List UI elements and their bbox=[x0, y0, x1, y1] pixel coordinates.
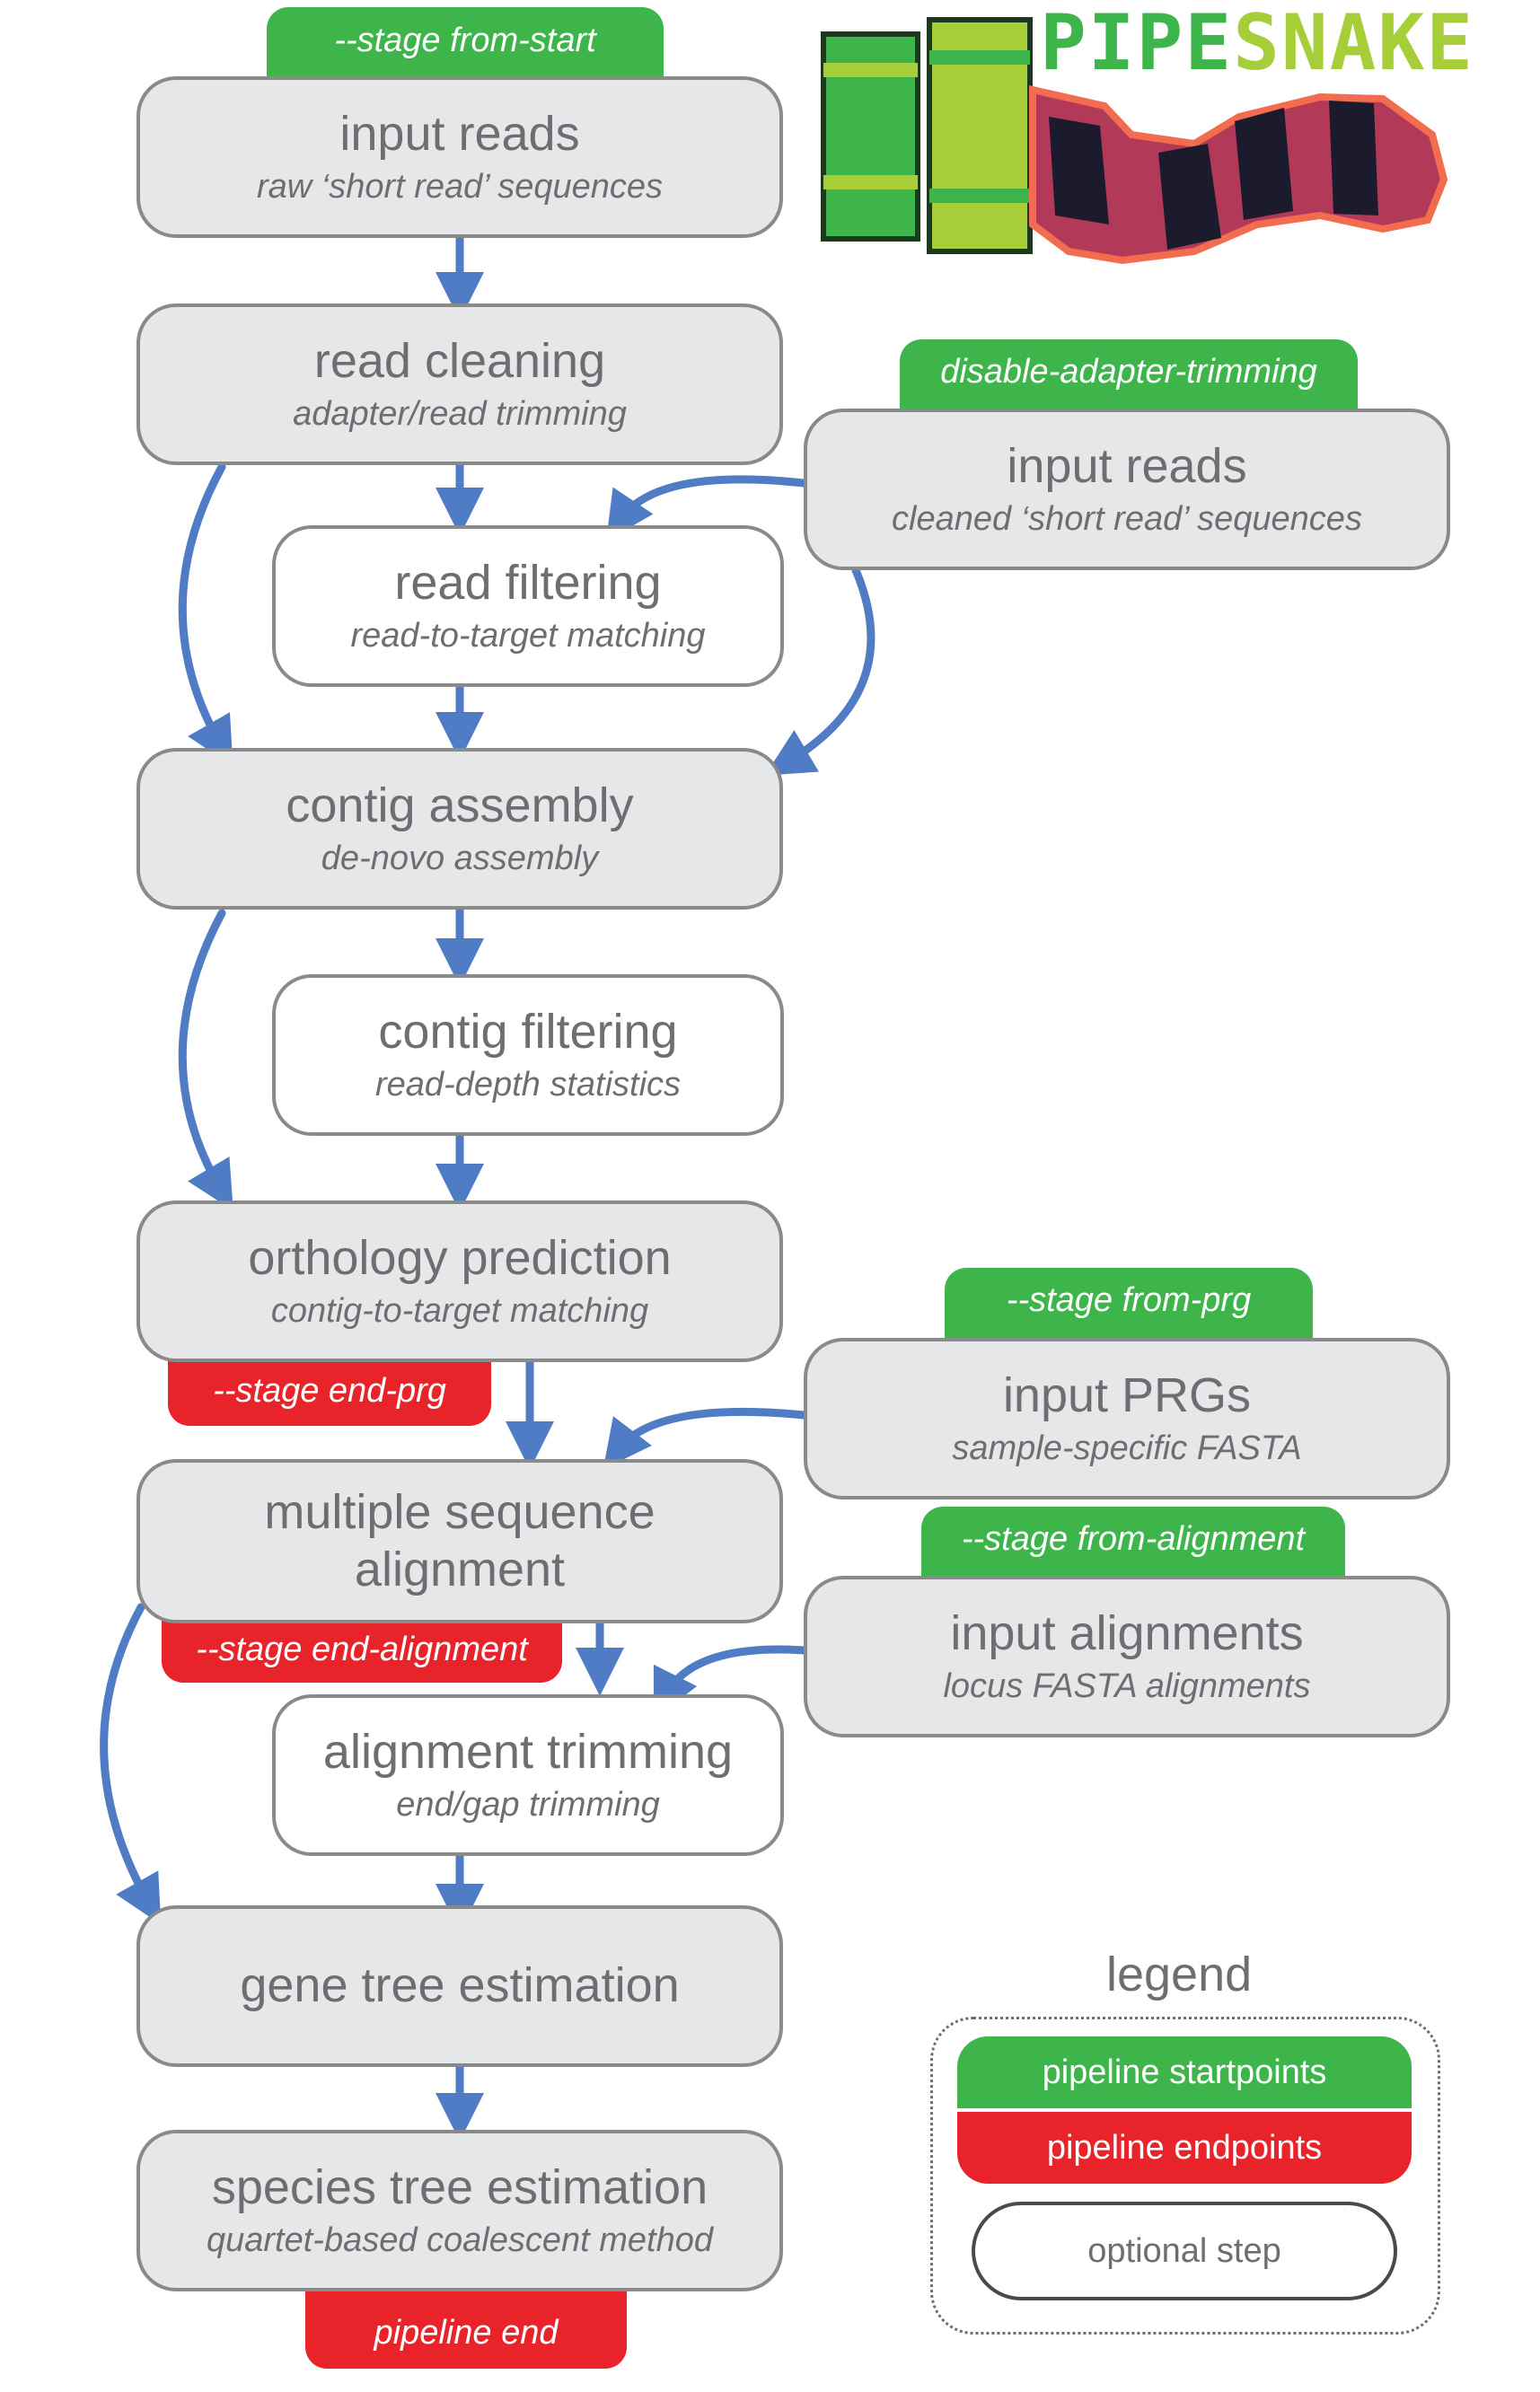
legend-optional-step: optional step bbox=[972, 2202, 1397, 2300]
logo-part-snake: SNAKE bbox=[1233, 0, 1474, 88]
arrow-cleaned-reads-to-assembly bbox=[764, 566, 876, 776]
arrow-assembly-to-orthology bbox=[178, 909, 233, 1211]
step-subtitle: raw ‘short read’ sequences bbox=[256, 168, 664, 207]
step-title: read filtering bbox=[394, 556, 662, 611]
step-contig-assembly: contig assembly de-novo assembly bbox=[136, 748, 783, 910]
step-subtitle: adapter/read trimming bbox=[293, 395, 627, 434]
step-subtitle: quartet-based coalescent method bbox=[206, 2221, 714, 2260]
step-title: input reads bbox=[339, 107, 580, 162]
input-subtitle: cleaned ‘short read’ sequences bbox=[892, 500, 1362, 539]
arrow-cleaned-reads-to-filtering bbox=[606, 475, 808, 541]
step-subtitle: end/gap trimming bbox=[396, 1786, 660, 1825]
tag-disable-adapter-trimming: disable-adapter-trimming bbox=[900, 339, 1358, 413]
input-title: input alignments bbox=[950, 1606, 1304, 1661]
arrow-prgs-to-msa bbox=[603, 1407, 808, 1470]
step-title: species tree estimation bbox=[211, 2160, 708, 2215]
step-subtitle: read-depth statistics bbox=[374, 1066, 682, 1104]
input-cleaned-reads: input reads cleaned ‘short read’ sequenc… bbox=[804, 409, 1450, 570]
tag-pipeline-end: pipeline end bbox=[305, 2288, 627, 2369]
step-subtitle: contig-to-target matching bbox=[270, 1292, 649, 1331]
step-subtitle: read-to-target matching bbox=[350, 617, 706, 655]
step-input-reads: input reads raw ‘short read’ sequences bbox=[136, 76, 783, 238]
arrow-msa-to-gene-tree bbox=[100, 1603, 162, 1925]
legend-title: legend bbox=[1106, 1948, 1253, 2001]
step-title: alignment trimming bbox=[322, 1725, 734, 1780]
tag-stage-from-alignment: --stage from-alignment bbox=[921, 1507, 1345, 1580]
tag-stage-from-start: --stage from-start bbox=[267, 7, 664, 83]
tag-stage-end-prg: --stage end-prg bbox=[168, 1347, 491, 1426]
step-title: contig filtering bbox=[378, 1005, 678, 1060]
step-alignment-trimming: alignment trimming end/gap trimming bbox=[272, 1694, 784, 1856]
step-gene-tree-estimation: gene tree estimation bbox=[136, 1905, 783, 2067]
legend-endpoints: pipeline endpoints bbox=[957, 2112, 1412, 2184]
logo-part-pipe: PIPE bbox=[1040, 0, 1234, 88]
step-title: gene tree estimation bbox=[240, 1958, 680, 2013]
input-prgs: input PRGs sample-specific FASTA bbox=[804, 1338, 1450, 1499]
input-subtitle: locus FASTA alignments bbox=[943, 1667, 1311, 1706]
step-read-cleaning: read cleaning adapter/read trimming bbox=[136, 303, 783, 465]
arrow-cleaning-to-assembly bbox=[178, 462, 233, 767]
tag-stage-from-prg: --stage from-prg bbox=[945, 1268, 1313, 1341]
input-title: input reads bbox=[1007, 439, 1247, 494]
step-orthology-prediction: orthology prediction contig-to-target ma… bbox=[136, 1200, 783, 1362]
legend-startpoints: pipeline startpoints bbox=[957, 2036, 1412, 2108]
logo-title: PIPESNAKE bbox=[1040, 0, 1474, 88]
step-multiple-sequence-alignment: multiple sequence alignment bbox=[136, 1459, 783, 1623]
step-title: contig assembly bbox=[286, 778, 634, 833]
step-contig-filtering: contig filtering read-depth statistics bbox=[272, 974, 784, 1136]
step-species-tree-estimation: species tree estimation quartet-based co… bbox=[136, 2130, 783, 2291]
legend-frame bbox=[930, 2017, 1440, 2335]
input-subtitle: sample-specific FASTA bbox=[952, 1429, 1302, 1468]
step-title: orthology prediction bbox=[248, 1231, 672, 1286]
step-title: read cleaning bbox=[313, 334, 606, 389]
arrow-alignments-to-trimming bbox=[653, 1645, 808, 1719]
snake-logo-graphic bbox=[821, 17, 1448, 265]
step-title: multiple sequence alignment bbox=[264, 1484, 656, 1596]
step-subtitle: de-novo assembly bbox=[321, 840, 599, 878]
step-read-filtering: read filtering read-to-target matching bbox=[272, 525, 784, 687]
input-alignments: input alignments locus FASTA alignments bbox=[804, 1576, 1450, 1737]
input-title: input PRGs bbox=[1002, 1368, 1252, 1423]
